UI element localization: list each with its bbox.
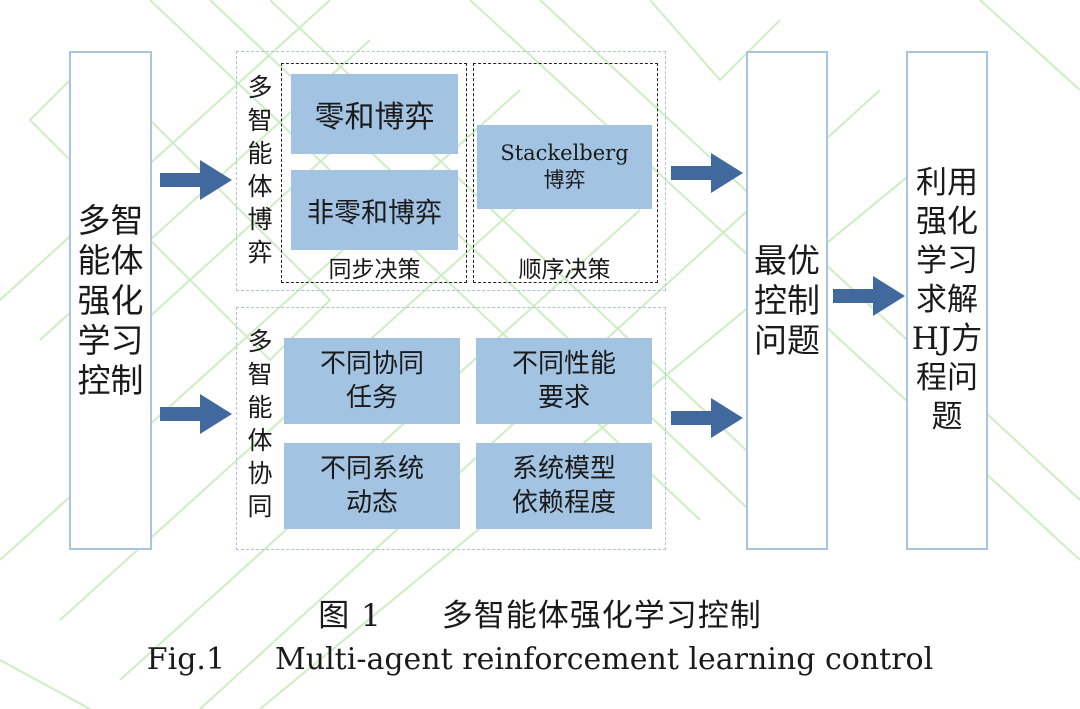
arrow-icon bbox=[160, 160, 232, 200]
coop-group bbox=[236, 307, 666, 550]
sync-decision-group bbox=[281, 63, 467, 283]
system-dynamics-box: 不同系统 动态 bbox=[284, 443, 460, 529]
solve-hj-box: 利用 强化 学习 求解 HJ方 程问 题 bbox=[906, 51, 988, 550]
optimal-control-text: 最优 控制 问题 bbox=[754, 240, 820, 360]
zero-sum-game-box: 零和博弈 bbox=[291, 74, 458, 154]
mar-control-text: 多智 能体 强化 学习 控制 bbox=[77, 200, 144, 400]
stackelberg-game-box: Stackelberg 博弈 bbox=[477, 125, 652, 209]
caption-en: Fig.1 Multi-agent reinforcement learning … bbox=[0, 642, 1080, 677]
arrow-icon bbox=[833, 276, 905, 316]
non-zero-sum-game-box: 非零和博弈 bbox=[291, 170, 458, 250]
caption-cn-number: 图 1 bbox=[318, 598, 382, 634]
solve-hj-text: 利用 强化 学习 求解 HJ方 程问 题 bbox=[911, 165, 983, 435]
game-group bbox=[236, 51, 666, 291]
arrow-icon bbox=[160, 394, 232, 434]
arrow-icon bbox=[671, 153, 743, 193]
seq-decision-label: 顺序决策 bbox=[518, 257, 611, 283]
game-group-label: 多 智 能 体 博 弈 bbox=[247, 73, 273, 267]
optimal-control-box: 最优 控制 问题 bbox=[746, 51, 828, 550]
sync-decision-label: 同步决策 bbox=[328, 257, 421, 283]
seq-decision-group bbox=[473, 63, 658, 283]
model-dependence-box: 系统模型 依赖程度 bbox=[476, 443, 652, 529]
caption-en-title: Multi-agent reinforcement learning contr… bbox=[275, 642, 934, 677]
performance-req-box: 不同性能 要求 bbox=[476, 338, 652, 424]
caption-cn-title: 多智能体强化学习控制 bbox=[441, 598, 762, 634]
coop-task-box: 不同协同 任务 bbox=[284, 338, 460, 424]
coop-group-label: 多 智 能 体 协 同 bbox=[247, 327, 273, 521]
mar-control-box: 多智 能体 强化 学习 控制 bbox=[69, 51, 152, 550]
arrow-icon bbox=[671, 398, 743, 438]
caption-en-number: Fig.1 bbox=[146, 642, 226, 677]
caption-cn: 图 1 多智能体强化学习控制 bbox=[0, 590, 1080, 635]
